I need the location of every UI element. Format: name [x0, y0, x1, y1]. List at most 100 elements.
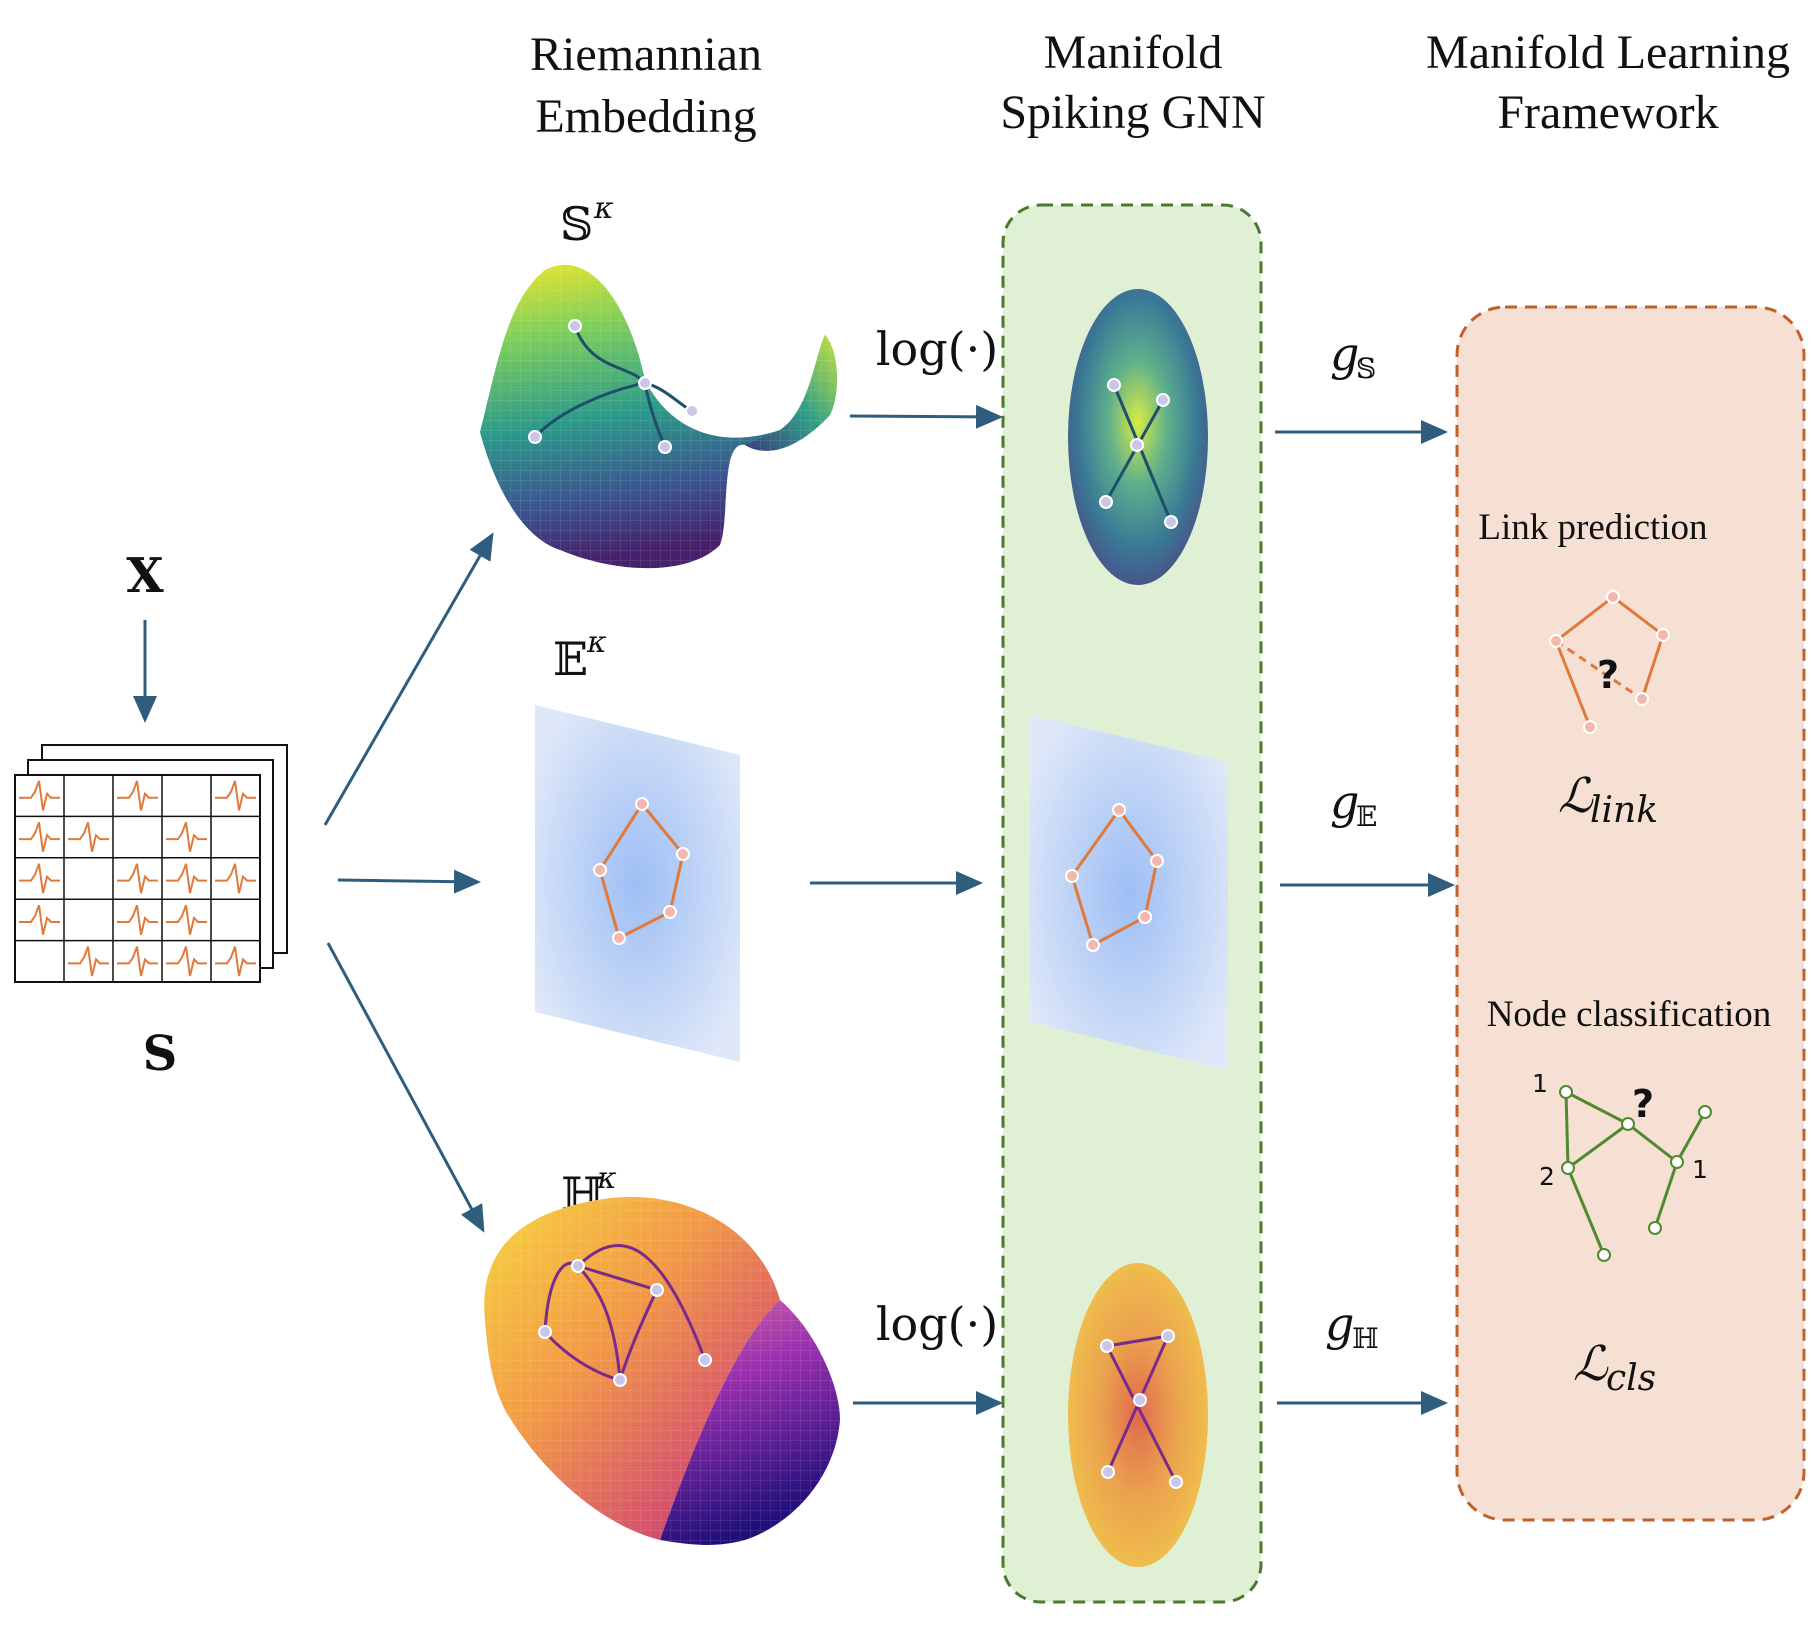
loss-cls-symbol: ℒ: [1573, 1336, 1609, 1392]
spike-trace: [117, 904, 158, 935]
g-e-subscript: 𝔼: [1356, 800, 1377, 833]
header-riemannian-embedding: Riemannian Embedding: [530, 28, 762, 143]
hyperbolic-tangent-ellipse: [1068, 1263, 1208, 1567]
log-map-top: log(·): [876, 322, 998, 376]
map-g-s: g 𝕊: [1330, 327, 1376, 385]
header-riemannian-line1: Riemannian: [530, 28, 762, 81]
spike-trace: [166, 904, 207, 935]
spike-trace: [19, 904, 60, 935]
spike-trace: [19, 780, 60, 811]
ellipse-bottom-node: [1100, 1339, 1114, 1353]
gnn-plane-node: [1086, 938, 1100, 952]
link-node: [1583, 720, 1597, 734]
spike-trace: [19, 863, 60, 894]
g-e-letter: g: [1330, 775, 1359, 829]
saddle-node: [528, 430, 542, 444]
spike-trace: [215, 946, 256, 977]
euclidean-plane: [535, 705, 740, 1062]
g-s-subscript: 𝕊: [1356, 352, 1376, 385]
spike-trace: [215, 863, 256, 894]
arrow-s-to-hyperboloid: [326, 942, 485, 1233]
arrow-s-to-sphere: [323, 532, 494, 826]
spherical-tangent-ellipse: [1068, 289, 1208, 585]
input-s-label: S: [143, 1026, 178, 1082]
node-question-mark: ?: [1632, 1082, 1654, 1126]
input-x-label: X: [126, 548, 164, 604]
ellipse-top-node: [1130, 438, 1144, 452]
spike-trace: [117, 780, 158, 811]
spike-trace: [19, 822, 60, 853]
ellipse-bottom-node: [1169, 1475, 1183, 1489]
ellipse-top-node: [1164, 515, 1178, 529]
gnn-plane-node: [1150, 854, 1164, 868]
header-manifold-learning-framework: Manifold Learning Framework: [1426, 26, 1790, 139]
plane-node: [676, 847, 690, 861]
hyperboloid-surface: [484, 1196, 840, 1545]
euclidean-letter: 𝔼: [553, 632, 588, 686]
plane-node: [663, 905, 677, 919]
node-label-c: 1: [1692, 1155, 1708, 1184]
loss-link-symbol: ℒ: [1558, 768, 1594, 824]
spike-trace: [166, 863, 207, 894]
node-classification-title: Node classification: [1487, 994, 1772, 1035]
header-manifold-spiking-gnn: Manifold Spiking GNN: [1000, 26, 1265, 139]
plane-node: [593, 863, 607, 877]
spike-trace: [117, 863, 158, 894]
map-g-h: g ℍ: [1325, 1297, 1378, 1355]
spike-trace: [215, 780, 256, 811]
spherical-letter: 𝕊: [560, 197, 593, 251]
hyperboloid-node: [650, 1283, 664, 1297]
log-map-bottom: log(·): [876, 1297, 998, 1351]
hyperbolic-kappa: κ: [596, 1161, 617, 1196]
loss-cls-subscript: cls: [1606, 1358, 1656, 1399]
class-node: [1561, 1161, 1575, 1175]
plane-node: [635, 797, 649, 811]
spike-matrix-stack: [14, 744, 288, 983]
gnn-plane-node: [1112, 803, 1126, 817]
link-question-mark: ?: [1597, 653, 1619, 697]
link-node: [1606, 590, 1620, 604]
header-msgnn-line2: Spiking GNN: [1000, 86, 1265, 139]
spike-trace: [166, 822, 207, 853]
ellipse-top-node: [1099, 495, 1113, 509]
g-h-letter: g: [1325, 1297, 1354, 1351]
class-node: [1670, 1155, 1684, 1169]
link-prediction-graph: [1554, 595, 1665, 728]
header-msgnn-line1: Manifold: [1044, 26, 1223, 79]
class-node: [1559, 1085, 1573, 1099]
loss-cls: ℒ cls: [1573, 1336, 1656, 1399]
saddle-node: [568, 319, 582, 333]
gnn-plane-node: [1065, 869, 1079, 883]
hyperboloid-node: [571, 1259, 585, 1273]
plane-node: [612, 931, 626, 945]
link-node: [1635, 692, 1649, 706]
link-node: [1656, 628, 1670, 642]
gnn-euclidean-plane: [1030, 715, 1228, 1070]
space-label-euclidean: 𝔼 κ: [553, 625, 607, 686]
ellipse-bottom-node: [1133, 1393, 1147, 1407]
ellipse-bottom-node: [1101, 1465, 1115, 1479]
class-node: [1597, 1248, 1611, 1262]
hyperboloid-node: [698, 1353, 712, 1367]
spike-trace: [68, 822, 109, 853]
spike-trace: [117, 946, 158, 977]
gnn-plane-node: [1138, 910, 1152, 924]
ellipse-top-node: [1107, 378, 1121, 392]
class-node: [1621, 1117, 1635, 1131]
node-label-b: 2: [1539, 1162, 1555, 1191]
saddle-node: [685, 404, 699, 418]
ellipse-bottom-node: [1161, 1329, 1175, 1343]
mlf-panel: [1455, 305, 1806, 1522]
saddle-surface: [480, 264, 837, 569]
space-label-spherical: 𝕊 κ: [560, 191, 614, 251]
saddle-node: [658, 440, 672, 454]
spherical-kappa: κ: [593, 191, 614, 226]
plane-graph: [598, 801, 685, 941]
node-classification-graph: [1564, 1090, 1707, 1256]
gnn-plane-graph: [1070, 807, 1159, 948]
g-h-subscript: ℍ: [1352, 1322, 1378, 1355]
g-s-letter: g: [1330, 327, 1359, 381]
spike-trace: [166, 946, 207, 977]
loss-link-subscript: link: [1590, 790, 1658, 831]
